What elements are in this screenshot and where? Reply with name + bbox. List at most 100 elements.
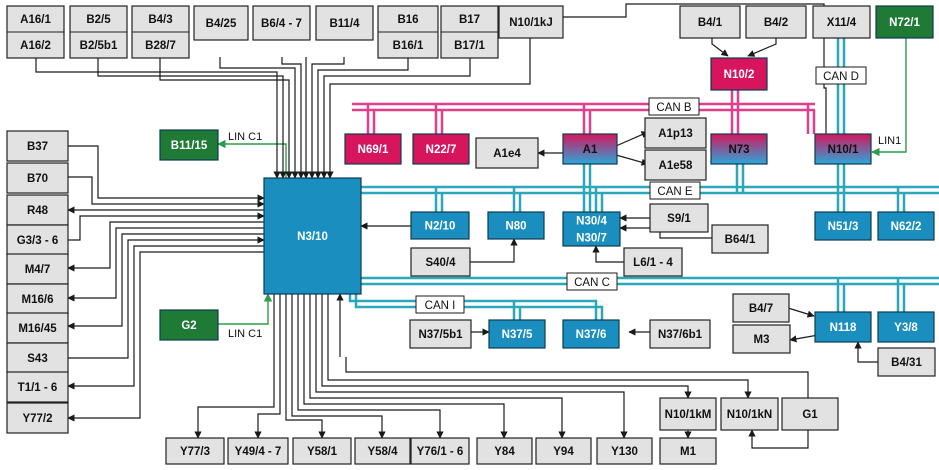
box-b4-1-frame (679, 5, 741, 39)
box-l6-1-4-frame (623, 247, 683, 277)
box-l6-1-4: L6/1 - 4 (623, 247, 683, 277)
box-m3: M3 (732, 324, 791, 354)
box-n62-2: N62/2 (877, 211, 935, 241)
box-b4-2: B4/2 (745, 5, 807, 39)
box-a1e58-frame (644, 149, 707, 181)
box-s9-1: S9/1 (649, 203, 709, 233)
box-b37-frame (6, 130, 69, 162)
box-b37: B37 (6, 130, 69, 162)
box-a1-label: A1 (583, 144, 598, 156)
box-n73-label: N73 (728, 144, 749, 156)
box-b4-7-frame (732, 293, 790, 323)
box-b70: B70 (6, 162, 69, 194)
box-y76-1-6: Y76/1 - 6 (410, 437, 470, 465)
box-a1e58-label: A1e58 (659, 160, 693, 172)
box-n118: N118 (814, 311, 872, 343)
box-n37-6b1-label: N37/6b1 (658, 329, 703, 341)
box-y49-4-7-label: Y49/4 - 7 (235, 446, 282, 458)
box-y3-8: Y3/8 (877, 311, 935, 343)
box-s40-4-label: S40/4 (425, 257, 456, 269)
box-n10-1kj-label: N10/1kJ (509, 17, 552, 29)
box-y49-4-7: Y49/4 - 7 (227, 437, 289, 465)
box-m16-45: M16/45 (6, 312, 69, 344)
box-n10-1: N10/1 (814, 133, 872, 165)
box-b11-4-label: B11/4 (329, 18, 360, 30)
box-g3-3-6-label: G3/3 - 6 (17, 235, 59, 247)
box-n37-5: N37/5 (488, 319, 546, 349)
box-b11-15-frame (159, 129, 219, 161)
box-a16-label-2: A16/2 (20, 40, 51, 52)
can-i-bus (348, 293, 604, 321)
box-n37-5b1-frame (409, 319, 472, 349)
box-n37-6-label: N37/6 (576, 329, 607, 341)
box-g2: G2 (159, 309, 219, 341)
box-x11-4-frame (812, 5, 871, 39)
box-y94-frame (535, 437, 592, 465)
box-a1-frame (562, 133, 618, 165)
box-a1e4: A1e4 (475, 137, 539, 169)
box-b4-3-label-1: B4/3 (148, 14, 172, 26)
box-n69-1: N69/1 (344, 133, 402, 165)
box-n73: N73 (710, 133, 768, 165)
box-y130: Y130 (596, 437, 653, 465)
box-a16-label-1: A16/1 (20, 14, 51, 26)
can-d-text: CAN D (823, 71, 859, 83)
box-n22-7-label: N22/7 (426, 144, 457, 156)
box-n73-frame (710, 133, 768, 165)
box-y77-3-frame (165, 437, 225, 465)
box-y77-2-frame (6, 402, 69, 434)
box-b4-7-label: B4/7 (749, 303, 773, 315)
lin-c1-top-label: LIN C1 (228, 131, 262, 143)
box-s43: S43 (6, 342, 69, 374)
box-b17-label-1: B17 (459, 14, 480, 26)
box-b2-5: B2/5B2/5b1 (69, 5, 128, 59)
box-y84: Y84 (476, 437, 533, 465)
box-b11-4: B11/4 (315, 5, 374, 41)
box-y130-frame (596, 437, 653, 465)
box-n10-2: N10/2 (710, 57, 768, 91)
box-b4-25: B4/25 (193, 5, 249, 41)
box-y84-label: Y84 (494, 446, 515, 458)
box-n10-1-frame (814, 133, 872, 165)
box-n51-3-frame (814, 211, 872, 241)
box-b64-1-frame (711, 224, 769, 254)
box-n37-6b1-frame (649, 319, 711, 349)
box-b16-label-1: B16 (397, 14, 418, 26)
box-m1-frame (659, 437, 717, 465)
box-b37-label: B37 (27, 141, 48, 153)
box-n62-2-label: N62/2 (891, 221, 922, 233)
box-t1-1-6-label: T1/1 - 6 (18, 382, 58, 394)
box-m1: M1 (659, 437, 717, 465)
box-x11-4-label: X11/4 (827, 17, 857, 29)
box-n30-4-label-2: N30/7 (576, 233, 607, 245)
box-b2-5-label-2: B2/5b1 (80, 40, 118, 52)
box-t1-1-6-frame (6, 371, 69, 403)
box-n10-1kj-frame (498, 5, 564, 39)
box-n118-frame (814, 311, 872, 343)
box-s40-4-frame (410, 247, 471, 277)
box-m3-frame (732, 324, 791, 354)
can-c-label: CAN C (566, 272, 618, 291)
box-n118-label: N118 (830, 322, 857, 334)
box-a1e4-frame (475, 137, 539, 169)
box-n72-1-label: N72/1 (889, 17, 920, 29)
box-y58-1: Y58/1 (292, 437, 352, 465)
box-b4-7: B4/7 (732, 293, 790, 323)
can-c-text: CAN C (574, 277, 610, 289)
box-n69-1-frame (344, 133, 402, 165)
box-n2-10: N2/10 (410, 211, 470, 240)
box-g2-label: G2 (181, 320, 196, 332)
module-n3-10-frame (263, 177, 362, 295)
can-i-text: CAN I (425, 300, 456, 312)
can-b-bus (352, 88, 816, 134)
lin1-label: LIN1 (878, 135, 901, 147)
box-y94-label: Y94 (553, 446, 574, 458)
box-b4-31-label: B4/31 (891, 357, 922, 369)
box-g1-frame (781, 397, 839, 431)
box-r48-frame (6, 194, 69, 226)
box-n69-1-label: N69/1 (358, 144, 389, 156)
